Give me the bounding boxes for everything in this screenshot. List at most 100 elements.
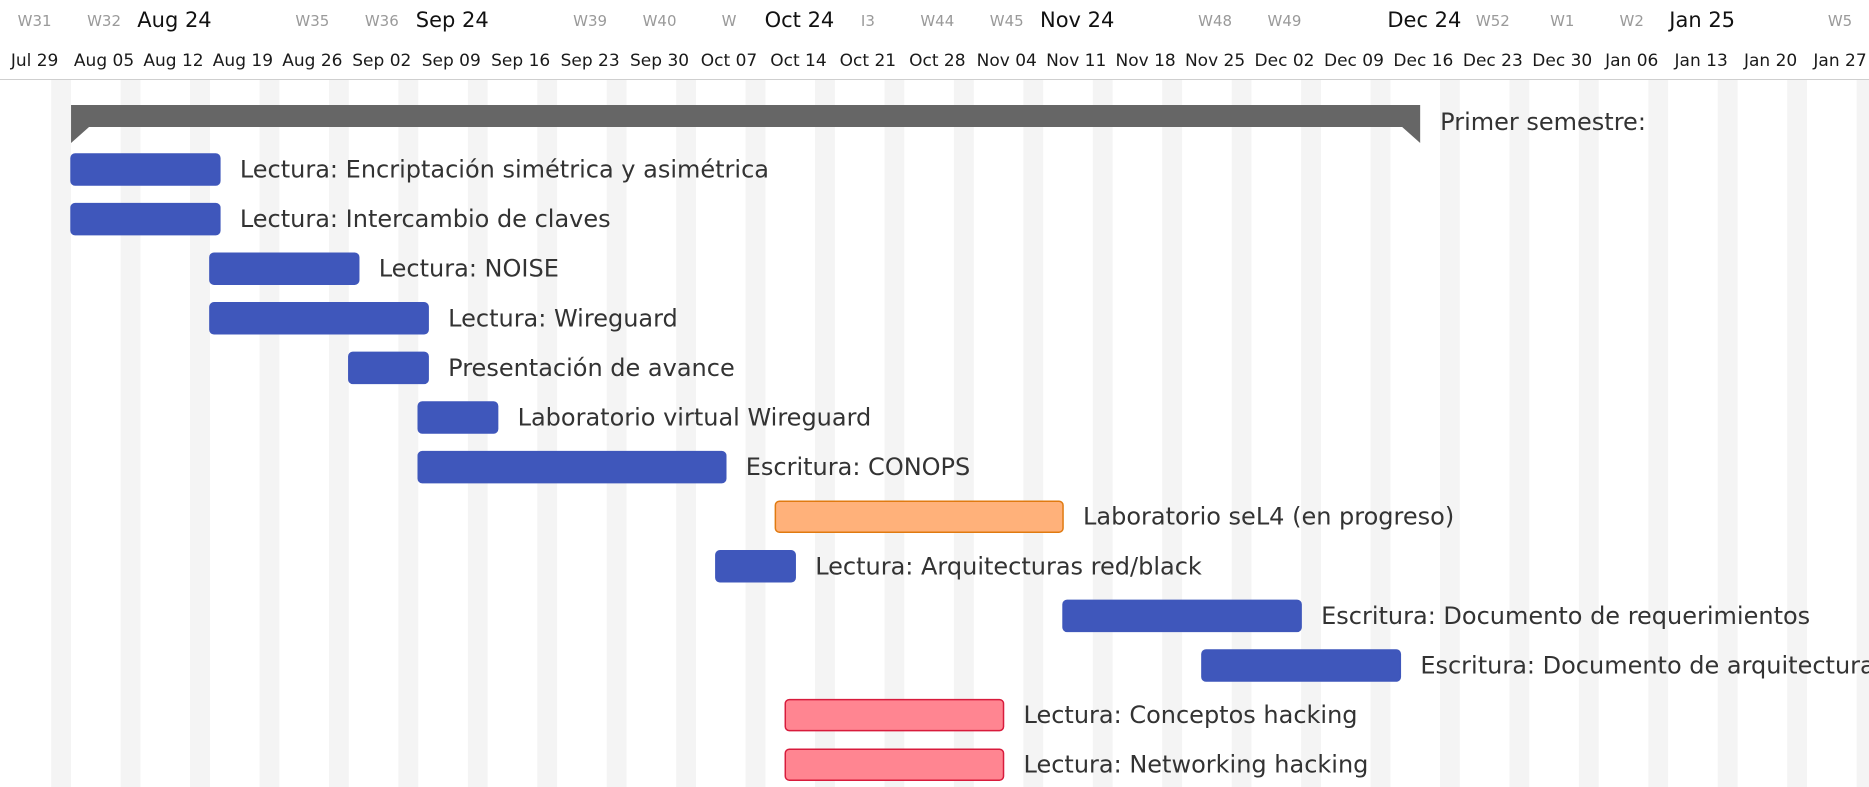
day-tick-label: Jan 27 xyxy=(1812,51,1866,71)
weekend-stripe xyxy=(1162,80,1183,787)
task-label: Presentación de avance xyxy=(448,354,735,382)
week-tick-label: W32 xyxy=(87,12,121,30)
task-bar xyxy=(784,748,1005,781)
task-bar xyxy=(70,153,221,186)
day-tick-label: Sep 30 xyxy=(630,51,689,71)
task-label: Lectura: Intercambio de claves xyxy=(240,205,611,233)
day-tick-label: Dec 02 xyxy=(1255,51,1315,71)
day-tick-label: Dec 09 xyxy=(1324,51,1384,71)
week-tick-label: W35 xyxy=(295,12,329,30)
day-tick-label: Dec 16 xyxy=(1393,51,1453,71)
task-bar xyxy=(417,401,499,434)
summary-group: Primer semestre: xyxy=(71,105,1646,143)
timeline-header: W31 W32 W35 W36 W39 W40 W I3 W44 W45 W48 W49 W52 W1 W2… xyxy=(0,0,1869,80)
week-tick-label: I3 xyxy=(861,12,875,30)
weekend-stripe xyxy=(676,80,696,787)
task-bar xyxy=(1062,599,1302,633)
weekend-stripe xyxy=(1648,80,1669,787)
week-tick-label: W1 xyxy=(1550,12,1574,30)
task-label: Laboratorio virtual Wireguard xyxy=(518,404,872,432)
day-tick-label: Jan 20 xyxy=(1743,51,1797,71)
weekend-stripe xyxy=(884,80,905,787)
weekend-stripe xyxy=(1023,80,1044,787)
month-tick-label: Sep 24 xyxy=(416,8,489,32)
week-tick-label: W44 xyxy=(920,12,954,30)
weekend-stripe xyxy=(1440,80,1460,787)
day-tick-label: Nov 25 xyxy=(1185,51,1245,71)
day-tick-label: Aug 12 xyxy=(143,51,203,71)
day-tick-label: Jan 13 xyxy=(1674,51,1728,71)
week-tick-label: W49 xyxy=(1268,12,1302,30)
month-tick-label: Jan 25 xyxy=(1667,8,1735,32)
week-tick-label: W40 xyxy=(643,12,677,30)
day-tick-label: Nov 11 xyxy=(1046,51,1106,71)
task-bar xyxy=(784,698,1005,732)
day-tick-label: Aug 26 xyxy=(282,51,342,71)
weekend-stripe xyxy=(815,80,835,787)
day-tick-label: Oct 28 xyxy=(909,51,965,71)
weekend-stripe xyxy=(1787,80,1808,787)
week-tick-label: W2 xyxy=(1620,12,1644,30)
week-tick-label: W39 xyxy=(573,12,607,30)
weekend-stripe xyxy=(537,80,558,787)
month-tick-label: Oct 24 xyxy=(765,8,835,32)
day-tick-label: Dec 30 xyxy=(1532,51,1592,71)
task-label: Lectura: Encriptación simétrica y asimét… xyxy=(240,156,769,184)
day-tick-label: Sep 23 xyxy=(561,51,620,71)
week-tick-label: W48 xyxy=(1198,12,1232,30)
day-tick-label: Oct 07 xyxy=(701,51,757,71)
week-tick-label: W5 xyxy=(1828,12,1852,30)
task-label: Lectura: NOISE xyxy=(379,255,559,283)
task-label: Lectura: Arquitecturas red/black xyxy=(815,552,1202,580)
task-label: Lectura: Networking hacking xyxy=(1024,751,1369,779)
week-tick-label: W52 xyxy=(1476,12,1510,30)
day-tick-label: Jul 29 xyxy=(10,51,59,71)
day-tick-label: Sep 16 xyxy=(491,51,550,71)
weekend-stripe xyxy=(953,80,974,787)
weekend-stripe xyxy=(1856,80,1869,787)
task-label: Escritura: Documento de arquitectura xyxy=(1420,652,1869,680)
month-tick-label: Nov 24 xyxy=(1040,8,1114,32)
task-label: Laboratorio seL4 (en progreso) xyxy=(1083,503,1454,531)
weekend-stripe xyxy=(1370,80,1391,787)
task-label: Lectura: Wireguard xyxy=(448,304,678,332)
task-bar xyxy=(70,202,221,236)
task-bar xyxy=(774,500,1064,533)
weekend-grid xyxy=(51,80,1869,787)
month-tick-label: Dec 24 xyxy=(1387,8,1461,32)
day-tick-label: Oct 14 xyxy=(770,51,826,71)
task-list: Lectura: Encriptación simétrica y asimét… xyxy=(70,153,1869,781)
weekend-stripe xyxy=(51,80,72,787)
weekend-stripe xyxy=(1717,80,1738,787)
weekend-stripe xyxy=(1092,80,1113,787)
week-tick-label: W31 xyxy=(18,12,52,30)
task-bar xyxy=(715,550,796,583)
month-tick-label: Aug 24 xyxy=(137,8,211,32)
task-bar xyxy=(209,252,360,285)
task-bar xyxy=(209,302,429,335)
task-bar xyxy=(348,351,429,385)
day-tick-label: Oct 21 xyxy=(840,51,896,71)
task-label: Escritura: CONOPS xyxy=(746,453,971,481)
weekend-stripe xyxy=(745,80,766,787)
day-tick-label: Sep 02 xyxy=(352,51,411,71)
weekend-stripe xyxy=(328,80,349,787)
weekend-stripe xyxy=(1301,80,1321,787)
week-tick-label: W36 xyxy=(365,12,399,30)
day-tick-label: Nov 18 xyxy=(1116,51,1176,71)
day-tick-label: Aug 19 xyxy=(213,51,273,71)
weekend-stripe xyxy=(120,80,141,787)
weekend-stripe xyxy=(1509,80,1530,787)
day-tick-label: Jan 06 xyxy=(1604,51,1658,71)
task-label: Escritura: Documento de requerimientos xyxy=(1321,602,1810,630)
week-tick-label: W45 xyxy=(990,12,1024,30)
day-tick-label: Sep 09 xyxy=(422,51,481,71)
day-tick-label: Nov 04 xyxy=(977,51,1037,71)
task-label: Lectura: Conceptos hacking xyxy=(1024,701,1358,729)
task-bar xyxy=(417,450,727,484)
week-tick-label: W xyxy=(722,12,737,30)
day-tick-label: Aug 05 xyxy=(74,51,134,71)
summary-bracket xyxy=(71,105,1421,143)
header-background xyxy=(0,0,1869,79)
